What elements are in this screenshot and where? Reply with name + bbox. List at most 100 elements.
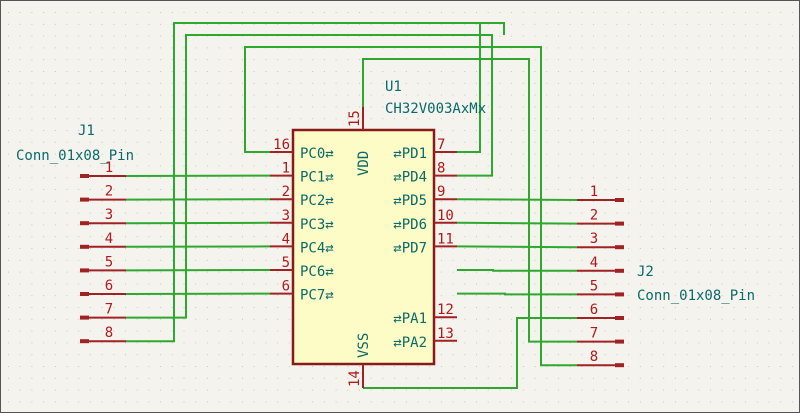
grid-dot <box>136 389 138 391</box>
grid-dot <box>780 82 782 84</box>
grid-dot <box>452 212 454 214</box>
grid-dot <box>546 153 548 155</box>
grid-dot <box>66 283 68 285</box>
grid-dot <box>171 35 173 37</box>
grid-dot <box>183 177 185 179</box>
grid-dot <box>89 47 91 49</box>
grid-dot <box>546 236 548 238</box>
grid-dot <box>511 354 513 356</box>
grid-dot <box>581 330 583 332</box>
grid-dot <box>487 200 489 202</box>
grid-dot <box>686 259 688 261</box>
grid-dot <box>733 212 735 214</box>
grid-dot <box>265 354 267 356</box>
grid-dot <box>511 82 513 84</box>
grid-dot <box>686 82 688 84</box>
grid-dot <box>160 106 162 108</box>
grid-dot <box>265 106 267 108</box>
grid-dot <box>277 389 279 391</box>
grid-dot <box>312 401 314 403</box>
j1-pin-end <box>80 244 89 249</box>
grid-dot <box>89 295 91 297</box>
grid-dot <box>288 377 290 379</box>
grid-dot <box>499 248 501 249</box>
grid-dot <box>628 153 630 155</box>
grid-dot <box>148 307 150 308</box>
grid-dot <box>604 366 606 367</box>
grid-dot <box>639 12 641 13</box>
grid-dot <box>639 377 641 379</box>
grid-dot <box>628 283 630 285</box>
grid-dot <box>721 377 723 379</box>
grid-dot <box>604 189 606 190</box>
grid-dot <box>206 200 208 202</box>
grid-dot <box>452 23 454 25</box>
grid-dot <box>429 71 431 72</box>
grid-dot <box>476 354 477 356</box>
grid-dot <box>335 366 337 367</box>
grid-dot <box>721 366 723 367</box>
grid-dot <box>265 271 267 273</box>
wire <box>126 34 493 319</box>
grid-dot <box>686 177 688 179</box>
grid-dot <box>698 35 700 37</box>
grid-dot <box>604 35 606 37</box>
grid-dot <box>674 212 676 214</box>
grid-dot <box>242 224 243 226</box>
grid-dot <box>160 23 162 25</box>
grid-dot <box>780 177 782 179</box>
u1-body[interactable] <box>291 128 436 366</box>
grid-dot <box>464 141 466 143</box>
grid-dot <box>43 12 45 13</box>
grid-dot <box>230 12 232 13</box>
grid-dot <box>19 259 21 261</box>
grid-dot <box>19 377 21 379</box>
grid-dot <box>733 118 735 120</box>
grid-dot <box>54 283 56 285</box>
grid-dot <box>522 354 524 356</box>
grid-dot <box>768 47 770 49</box>
grid-dot <box>101 330 103 332</box>
grid-dot <box>452 94 454 96</box>
grid-dot <box>452 318 454 320</box>
u1-component[interactable]: 16PC0⇄1PC1⇄2PC2⇄3PC3⇄4PC4⇄5PC6⇄6PC7⇄7⇄PD… <box>270 79 486 388</box>
grid-dot <box>756 295 758 297</box>
grid-dot <box>89 342 91 344</box>
grid-dot <box>160 165 162 167</box>
u1-pin-name: VDD <box>356 151 372 176</box>
grid-dot <box>171 130 173 131</box>
grid-dot <box>43 389 45 391</box>
grid-dot <box>534 12 536 13</box>
grid-dot <box>464 354 466 356</box>
grid-dot <box>511 401 513 403</box>
grid-dot <box>148 189 150 190</box>
grid-dot <box>487 295 489 297</box>
grid-dot <box>183 342 185 344</box>
grid-dot <box>721 189 723 190</box>
grid-dot <box>581 130 583 131</box>
grid-dot <box>335 401 337 403</box>
grid-dot <box>791 377 793 379</box>
grid-dot <box>394 118 396 120</box>
grid-dot <box>195 165 197 167</box>
grid-dot <box>183 165 185 167</box>
grid-dot <box>651 200 653 202</box>
grid-dot <box>487 189 489 190</box>
wire <box>456 198 578 201</box>
grid-dot <box>160 12 162 13</box>
grid-dot <box>43 35 45 37</box>
grid-dot <box>604 224 606 226</box>
grid-dot <box>616 47 618 49</box>
grid-dot <box>405 23 407 25</box>
grid-dot <box>54 330 56 332</box>
j1-pin-end <box>80 174 89 178</box>
grid-dot <box>101 177 103 179</box>
grid-dot <box>253 59 255 61</box>
grid-dot <box>242 366 243 367</box>
grid-dot <box>370 94 372 96</box>
grid-dot <box>581 94 583 96</box>
grid-dot <box>31 318 33 320</box>
